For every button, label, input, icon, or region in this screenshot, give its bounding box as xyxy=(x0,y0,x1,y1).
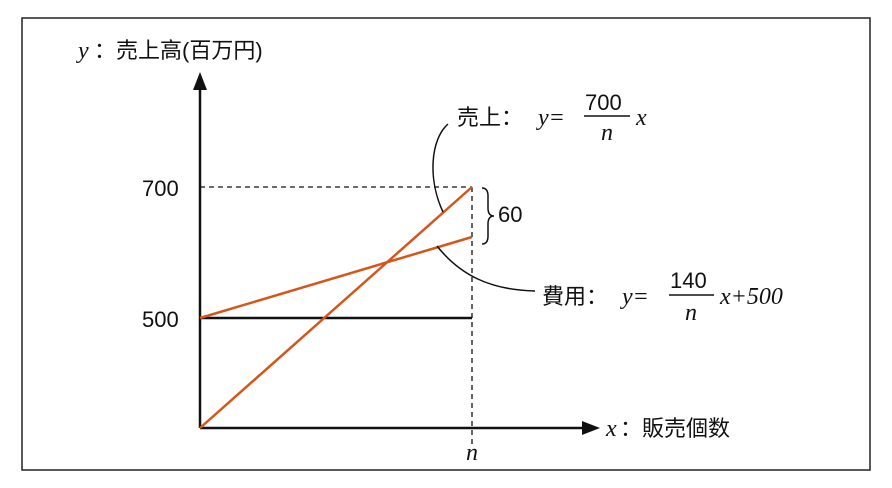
y-tick-500: 500 xyxy=(142,307,179,332)
frame xyxy=(21,17,871,471)
cost-lhs: y= xyxy=(620,284,649,310)
x-tick-n: n xyxy=(466,440,478,466)
x-axis-label: ：販売個数 xyxy=(620,416,730,441)
y-tick-700: 700 xyxy=(142,176,179,201)
gap-brace xyxy=(481,187,495,245)
sales-label: 売上： xyxy=(457,105,523,130)
cost-num: 140 xyxy=(670,268,707,293)
gap-label: 60 xyxy=(498,202,522,227)
sales-den: n xyxy=(601,120,613,146)
x-axis-var: x xyxy=(605,416,617,442)
sales-leader xyxy=(432,123,449,213)
cost-leader xyxy=(436,245,536,292)
y-axis-var: y xyxy=(76,38,89,64)
cost-den: n xyxy=(685,300,697,326)
sales-lhs: y= xyxy=(536,105,565,131)
y-axis-arrow-icon xyxy=(193,72,207,90)
series-line-0 xyxy=(199,186,473,429)
cost-label: 費用： xyxy=(542,284,608,309)
cost-rhs: x+500 xyxy=(719,284,783,310)
y-axis-label: ：売上高(百万円) xyxy=(94,38,263,63)
series-line-1 xyxy=(199,235,473,320)
sales-num: 700 xyxy=(585,90,622,115)
x-axis-arrow-icon xyxy=(582,421,600,435)
sales-rhs: x xyxy=(635,105,647,131)
